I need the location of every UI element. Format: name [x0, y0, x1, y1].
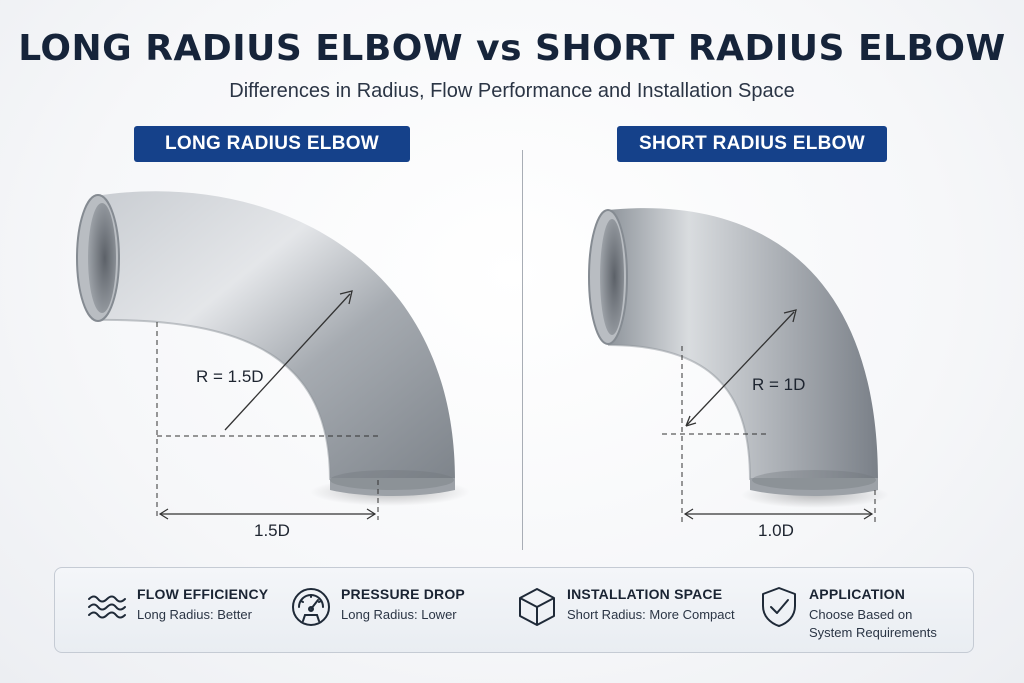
feature-title: INSTALLATION SPACE	[567, 586, 723, 602]
short-radius-label: R = 1D	[752, 375, 806, 394]
short-radius-elbow	[588, 208, 889, 508]
feature-description: Long Radius: Better	[137, 607, 252, 622]
long-width-label: 1.5D	[254, 521, 290, 540]
long-radius-badge: LONG RADIUS ELBOW	[134, 126, 410, 162]
feature-description-line2: System Requirements	[809, 625, 937, 640]
feature-description: Long Radius: Lower	[341, 607, 457, 622]
feature-description: Choose Based on System Requirements	[809, 606, 937, 642]
feature-description: Short Radius: More Compact	[567, 607, 735, 622]
short-width-label: 1.0D	[758, 521, 794, 540]
comparison-panel: FLOW EFFICIENCY Long Radius: Better PRES…	[54, 567, 974, 653]
short-radius-dimensions	[662, 309, 876, 522]
shield-check-icon	[762, 587, 796, 627]
feature-title: FLOW EFFICIENCY	[137, 586, 269, 602]
feature-title: PRESSURE DROP	[341, 586, 465, 602]
short-radius-badge: SHORT RADIUS ELBOW	[617, 126, 887, 162]
page-subtitle: Differences in Radius, Flow Performance …	[229, 80, 795, 102]
feature-description-line1: Choose Based on	[809, 607, 913, 622]
long-radius-elbow	[76, 191, 470, 506]
pressure-gauge-icon	[292, 588, 330, 626]
feature-title: APPLICATION	[809, 586, 906, 602]
center-divider	[522, 150, 523, 550]
cube-icon	[519, 588, 555, 626]
long-radius-label: R = 1.5D	[196, 367, 264, 386]
long-radius-dimensions	[156, 290, 379, 520]
flow-waves-icon	[88, 595, 126, 619]
page-title: LONG RADIUS ELBOW vs SHORT RADIUS ELBOW	[18, 28, 1006, 69]
